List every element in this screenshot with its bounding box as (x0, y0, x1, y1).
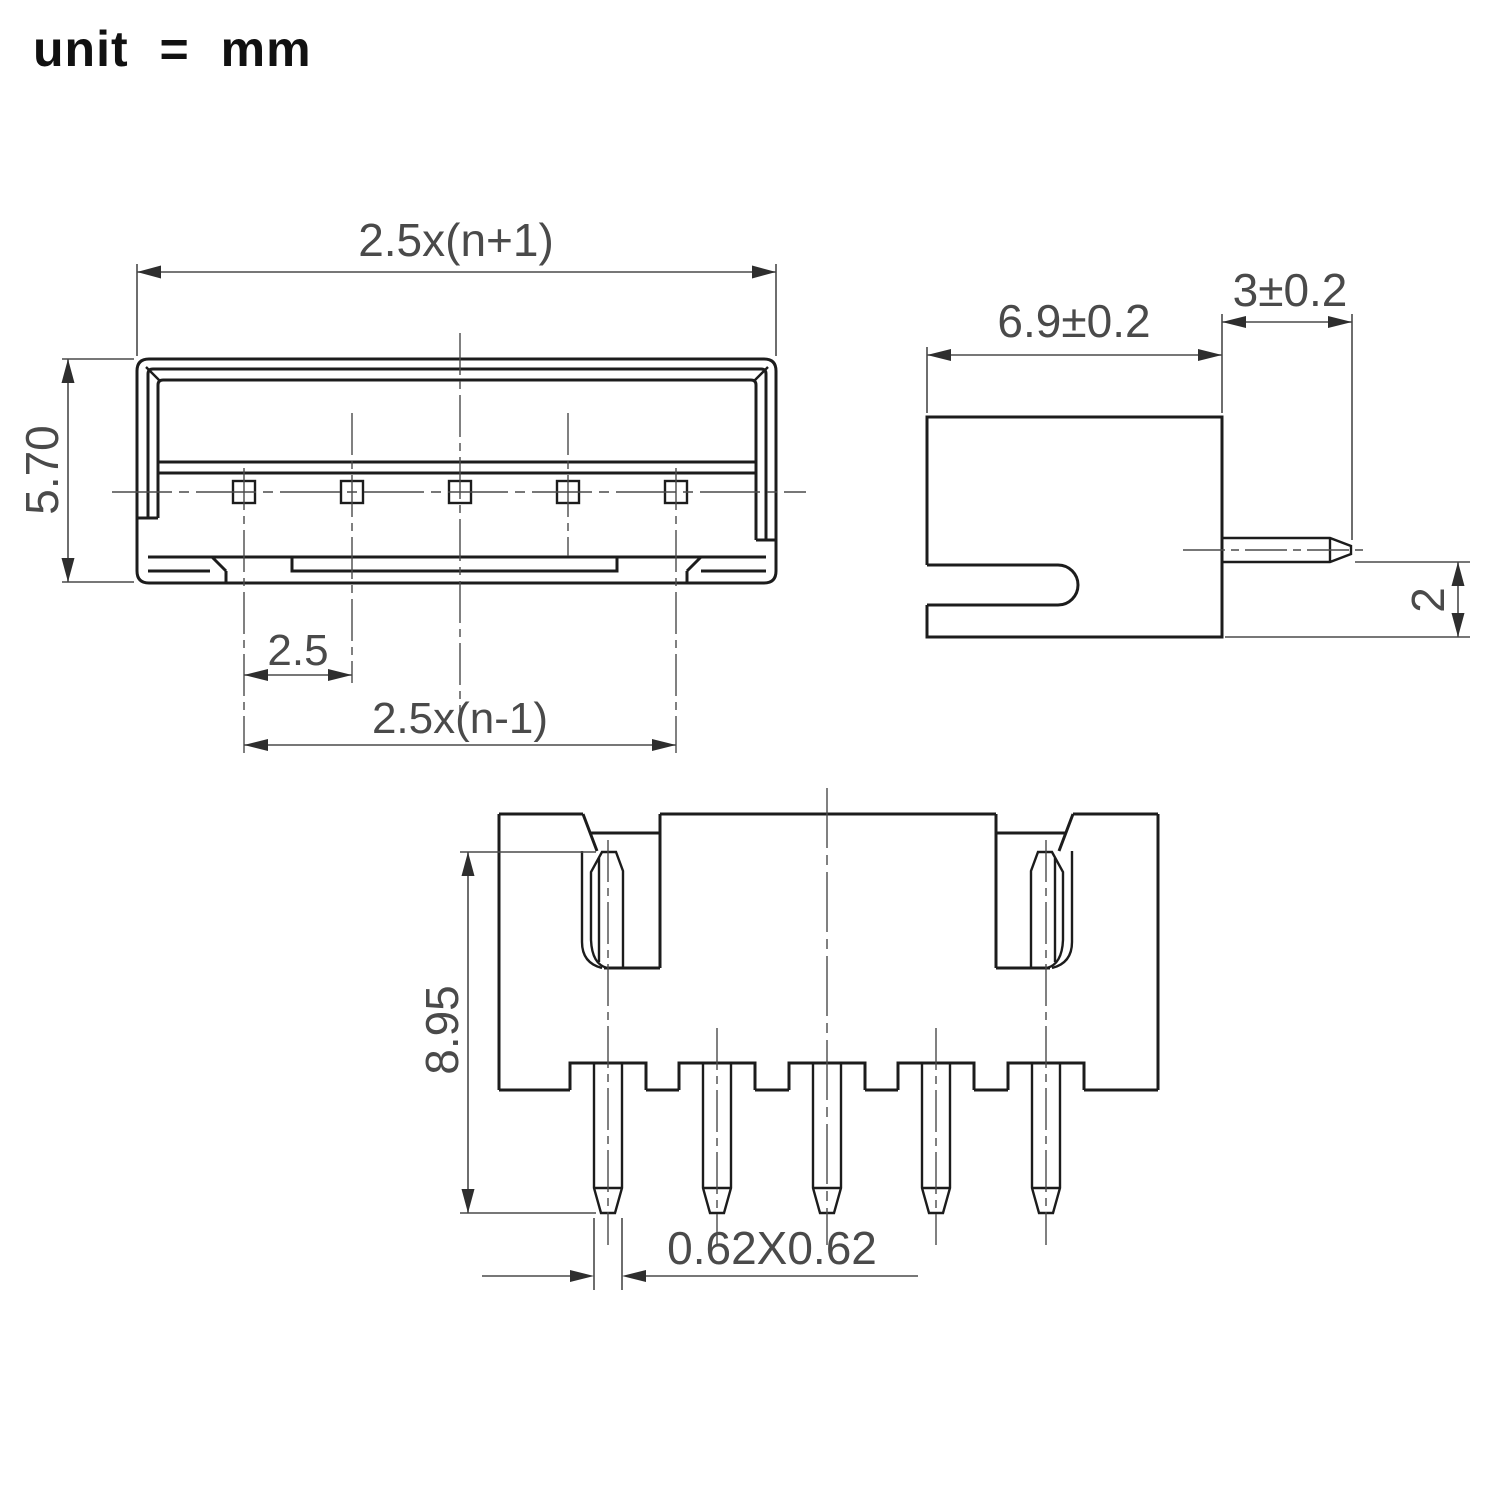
side-dim-pin-offset-label: 2 (1402, 587, 1454, 613)
front-dim-overall-width-label: 2.5x(n+1) (358, 214, 554, 266)
front-dim-span-label: 2.5x(n-1) (372, 694, 548, 743)
bottom-view: 8.95 0.62X0.62 (416, 788, 1160, 1290)
side-view: 6.9±0.2 3±0.2 2 (925, 264, 1470, 639)
side-dim-pin-length: 3±0.2 (1222, 264, 1353, 540)
front-corner-chamfers (145, 366, 769, 382)
front-dim-height: 5.70 (16, 358, 134, 583)
front-left-foot (148, 555, 228, 583)
bottom-right-contact (1029, 850, 1065, 970)
front-right-foot (685, 555, 766, 583)
side-dim-pin-offset: 2 (1225, 561, 1470, 638)
bottom-pin-centerlines (607, 840, 1047, 1245)
front-wall-steps (137, 516, 776, 542)
front-dim-pitch: 2.5 (244, 626, 352, 681)
bottom-left-contact (589, 850, 625, 970)
bottom-body-outline (497, 812, 1160, 1092)
bottom-left-slot (580, 813, 662, 970)
bottom-dim-cross-section: 0.62X0.62 (482, 1218, 918, 1290)
front-view: 2.5x(n+1) 5.70 2.5 2.5x(n-1) (16, 214, 806, 753)
unit-note: unit = mm (33, 21, 312, 77)
side-dim-depth-label: 6.9±0.2 (997, 295, 1150, 347)
side-dim-pin-length-label: 3±0.2 (1233, 264, 1348, 316)
bottom-dim-cross-section-label: 0.62X0.62 (667, 1222, 877, 1274)
front-mid-outline (146, 367, 768, 540)
front-dim-height-label: 5.70 (16, 425, 68, 515)
front-center-channel (290, 557, 619, 573)
front-dim-span: 2.5x(n-1) (244, 694, 676, 751)
side-dim-depth: 6.9±0.2 (926, 295, 1223, 413)
bottom-dim-pin-height-label: 8.95 (416, 985, 468, 1075)
bottom-right-slot (994, 813, 1075, 970)
bottom-dim-pin-height: 8.95 (416, 851, 596, 1214)
front-dim-overall-width: 2.5x(n+1) (136, 214, 777, 356)
front-cavity-outline (156, 378, 758, 540)
side-body-outline (925, 415, 1224, 639)
front-shelf-lines (158, 460, 756, 475)
side-notch (927, 563, 1080, 607)
front-dim-pitch-label: 2.5 (267, 626, 328, 675)
front-vertical-centerlines (243, 333, 677, 753)
front-body-outline (135, 357, 778, 585)
